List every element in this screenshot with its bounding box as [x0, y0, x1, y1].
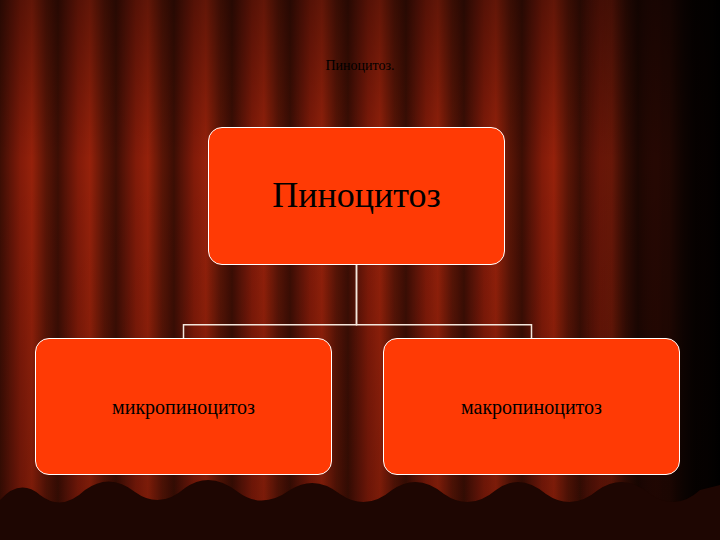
root-box: Пиноцитоз	[208, 127, 505, 265]
child-box: микропиноцитоз	[35, 338, 332, 475]
box-label: микропиноцитоз	[112, 395, 255, 419]
tree-connector	[184, 265, 357, 338]
child-box: макропиноцитоз	[383, 338, 680, 475]
slide-title: Пиноцитоз.	[0, 58, 720, 74]
box-label: макропиноцитоз	[461, 395, 602, 419]
box-label: Пиноцитоз	[272, 174, 441, 217]
tree-connector	[357, 265, 532, 338]
